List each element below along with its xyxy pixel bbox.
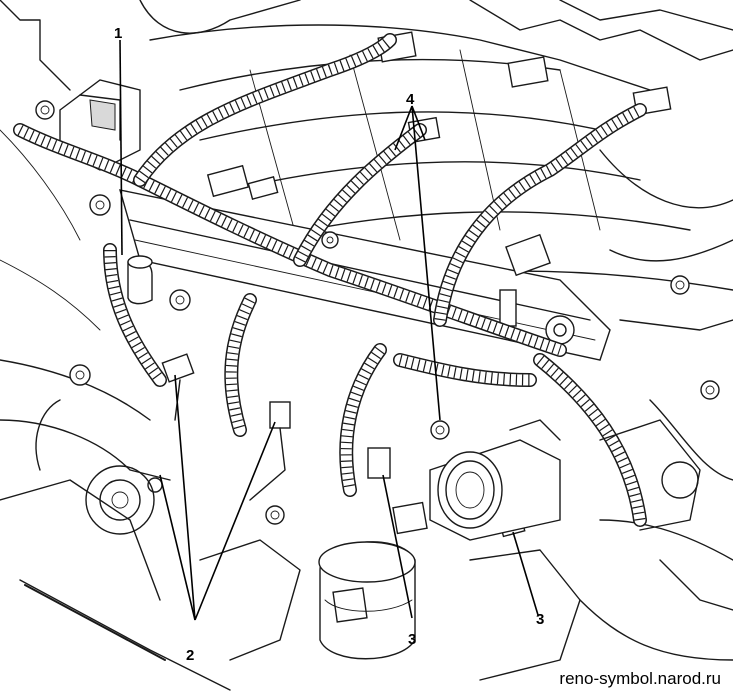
callout-label-3-right: 3 (536, 611, 545, 628)
callout-label-3-left: 3 (408, 631, 417, 648)
callout-leaders (119, 39, 539, 621)
engine-block-lower (35, 399, 701, 681)
throttle-body (429, 419, 561, 541)
injector-connectors (206, 31, 672, 327)
callout-label-2: 2 (186, 647, 195, 664)
callout-label-4: 4 (406, 91, 415, 108)
source-watermark: reno-symbol.narod.ru (557, 669, 723, 689)
oil-filter (318, 541, 416, 660)
vacuum-hose (127, 255, 153, 305)
callout-label-1: 1 (114, 25, 123, 42)
wiring-harness (13, 33, 647, 527)
